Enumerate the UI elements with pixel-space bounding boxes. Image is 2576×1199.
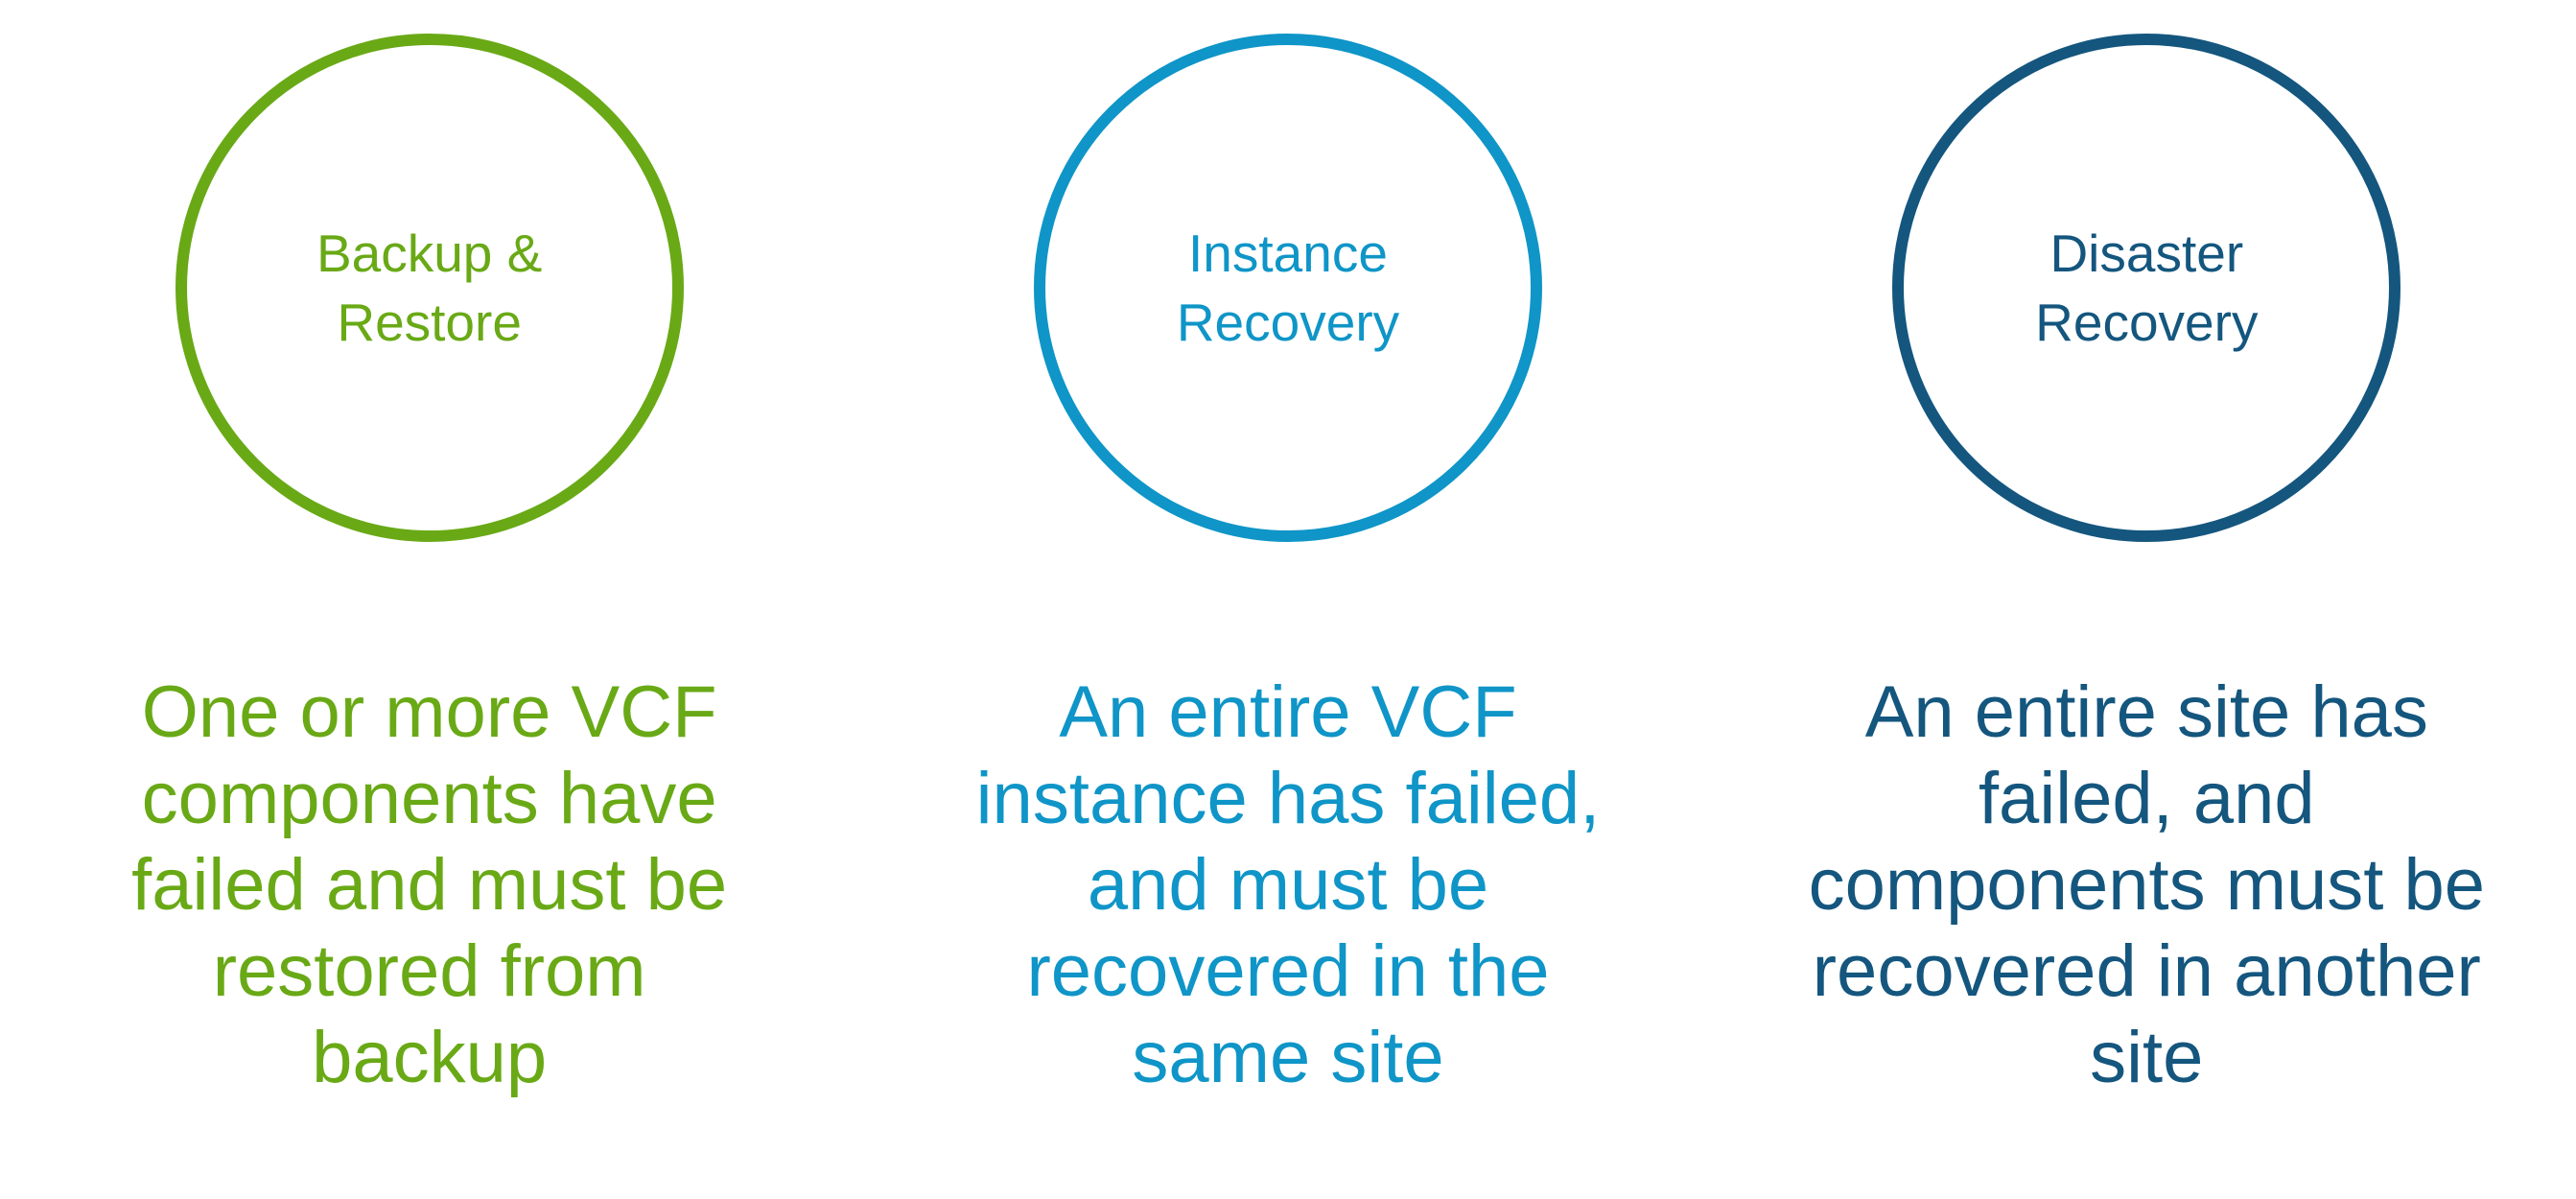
panel-instance-recovery: Instance Recovery An entire VCF instance… <box>858 0 1717 1199</box>
disaster-recovery-circle: Disaster Recovery <box>1892 34 2401 542</box>
instance-recovery-description: An entire VCF instance has failed, and m… <box>975 671 1601 1098</box>
panel-disaster-recovery: Disaster Recovery An entire site has fai… <box>1718 0 2576 1199</box>
backup-restore-description: One or more VCF components have failed a… <box>131 671 728 1098</box>
backup-restore-circle-label: Backup & Restore <box>316 223 543 352</box>
disaster-recovery-description: An entire site has failed, and component… <box>1808 671 2486 1098</box>
disaster-recovery-circle-label: Disaster Recovery <box>2035 223 2259 352</box>
backup-restore-circle: Backup & Restore <box>175 34 684 542</box>
panel-backup-restore: Backup & Restore One or more VCF compone… <box>0 0 858 1199</box>
instance-recovery-circle-label: Instance Recovery <box>1176 223 1400 352</box>
instance-recovery-circle: Instance Recovery <box>1033 34 1542 542</box>
